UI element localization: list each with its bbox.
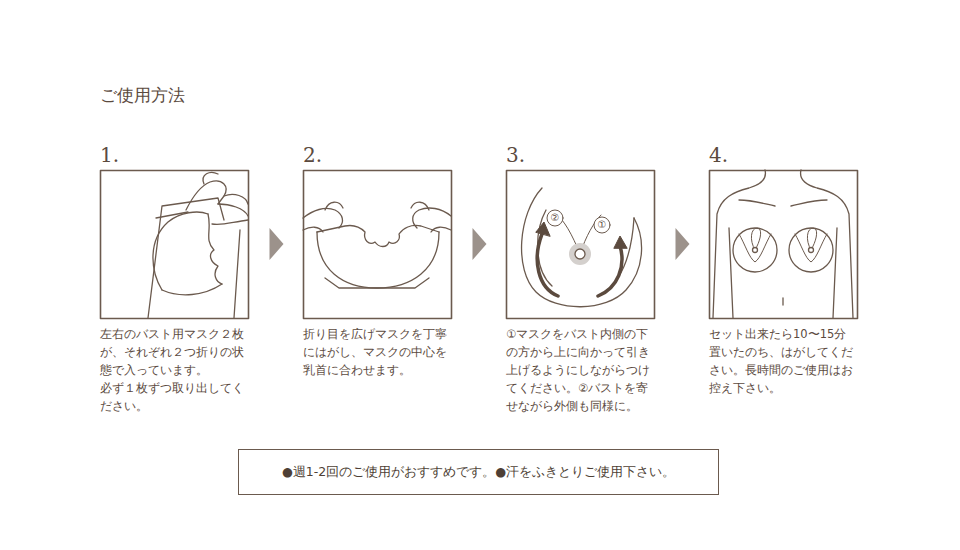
packet-illustration <box>148 172 248 318</box>
illustration-stroke <box>303 208 342 228</box>
illustration-stroke <box>537 234 558 296</box>
step-number: 2. <box>303 143 453 170</box>
illustration-stroke <box>411 202 429 210</box>
step-description: ①マスクをバスト内側の下の方から上に向かって引き上げるようにしながらつけてくださ… <box>506 325 654 415</box>
step-number: 3. <box>506 143 656 170</box>
illustration-stroke <box>212 220 248 225</box>
illustration-stroke <box>186 181 226 210</box>
illustration-stroke <box>598 246 622 296</box>
step-description: 折り目を広げマスクを丁寧にはがし、マスクの中心を乳首に合わせます。 <box>303 325 451 379</box>
arrow-head <box>270 228 284 260</box>
illustration-stroke <box>156 212 188 218</box>
step-arrow <box>473 228 487 260</box>
illustration-stroke <box>317 225 439 246</box>
step-number: 1. <box>100 143 250 170</box>
arrow-head <box>676 228 690 260</box>
illustration-stroke <box>594 217 610 233</box>
step-panel: 3. ①マスクをバスト内側の下の方から上に向かって引き上げるようにしながらつけてく… <box>506 143 656 415</box>
step-description: 必ず１枚ずつ取り出してください。 <box>100 379 248 415</box>
illustration-stroke <box>801 170 853 318</box>
illustration-stroke <box>317 232 439 288</box>
step-number: 4. <box>709 143 859 170</box>
note-text: ●週1-2回のご使用がおすすめです。●汗をふきとりご使用下さい。 <box>282 464 675 481</box>
illustration-stroke <box>807 228 816 250</box>
application-illustration <box>522 188 642 307</box>
illustration-stroke <box>413 208 451 228</box>
illustration-stroke <box>614 236 627 248</box>
step-description: セット出来たら10〜15分置いたのち、はがしてください。長時間のご使用はお控え下… <box>709 325 857 397</box>
step-arrow <box>270 228 284 260</box>
illustration-stroke <box>431 227 451 232</box>
illustration-stroke <box>575 249 585 259</box>
step-panel: 2. 折り目を広げマスクを丁寧にはがし、マスクの中心を乳首に合わせます。 <box>303 143 453 379</box>
illustration-stroke <box>782 298 783 305</box>
illustration-stroke <box>224 194 248 204</box>
illustration-stroke <box>789 228 833 272</box>
illustration-stroke <box>751 228 760 250</box>
illustration-stroke <box>733 228 777 272</box>
illustration-stroke <box>569 243 591 265</box>
illustration-stroke <box>325 278 429 288</box>
step-frame <box>710 171 858 319</box>
mask-illustration <box>303 202 451 288</box>
illustration-stroke <box>522 188 642 307</box>
illustration-stroke <box>809 248 814 253</box>
illustration-stroke <box>753 248 758 253</box>
step-description: 左右のバスト用マスク２枚が、それぞれ２つ折りの状態で入っています。 <box>100 325 248 379</box>
illustration-stroke <box>739 234 771 262</box>
illustration-stroke <box>547 210 563 226</box>
illustration-stroke <box>218 204 248 216</box>
step-arrow <box>676 228 690 260</box>
callout-number: ① <box>595 219 609 231</box>
arrow-head <box>473 228 487 260</box>
illustration-stroke <box>101 170 858 319</box>
step-frame <box>507 171 655 319</box>
diagram-title: ご使用方法 <box>100 84 185 107</box>
step-frame <box>101 171 249 319</box>
illustration-stroke <box>148 198 224 318</box>
illustration-stroke <box>739 200 775 206</box>
note-box: ●週1-2回のご使用がおすすめです。●汗をふきとりご使用下さい。 <box>238 449 719 495</box>
illustration-stroke <box>713 170 765 318</box>
illustration-stroke <box>795 234 827 262</box>
step-frame <box>304 171 452 319</box>
illustration-stroke <box>325 202 343 210</box>
illustration-stroke <box>729 228 733 318</box>
illustration-stroke <box>234 230 240 318</box>
illustration-stroke <box>791 200 827 206</box>
step-panel: 1. 左右のバスト用マスク２枚が、それぞれ２つ折りの状態で入っています。必ず１枚ず… <box>100 143 250 415</box>
step-panel: 4. セット出来たら10〜15分置いたのち、はがしてください。長時間のご使用はお控… <box>709 143 859 397</box>
torso-illustration <box>713 170 853 318</box>
illustration-stroke <box>536 222 550 236</box>
illustration-stroke <box>833 228 837 318</box>
callout-number: ② <box>548 212 562 224</box>
illustration-stroke <box>162 284 222 295</box>
illustration-stroke <box>303 227 323 232</box>
illustration-stroke <box>203 172 218 184</box>
illustration-stroke <box>153 212 208 290</box>
